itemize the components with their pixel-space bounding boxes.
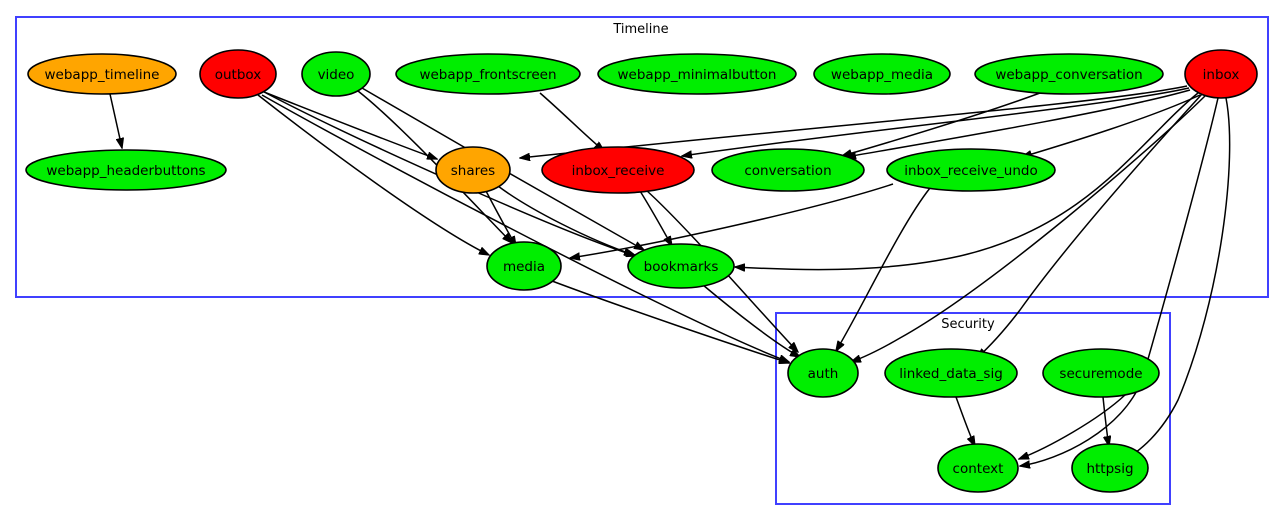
edge-outbox-to-media — [257, 94, 489, 255]
edge-securemode-to-httpsig — [1102, 396, 1109, 446]
cluster-border-timeline — [15, 16, 1269, 298]
edge-webapp_frontscreen-to-inbox_receive — [539, 92, 604, 151]
node-auth[interactable]: auth — [787, 348, 859, 398]
node-layer: webapp_timeline outbox video webapp_frontsc… — [25, 49, 1258, 493]
node-webapp_frontscreen[interactable]: webapp_frontscreen — [395, 53, 581, 95]
edge-inbox-to-auth — [851, 95, 1206, 363]
edge-bookmarks-to-auth — [702, 284, 800, 357]
node-shape-inbox_receive[interactable] — [541, 146, 695, 194]
node-securemode[interactable]: securemode — [1042, 348, 1160, 398]
node-webapp_minimalbutton[interactable]: webapp_minimalbutton — [597, 53, 797, 95]
node-label-media: media — [503, 259, 545, 275]
edge-inbox-to-httpsig — [1123, 97, 1231, 460]
node-shape-securemode[interactable] — [1042, 348, 1160, 398]
node-conversation[interactable]: conversation — [711, 148, 865, 192]
node-context[interactable]: context — [937, 443, 1019, 493]
edge-inbox_receive-to-bookmarks — [639, 190, 672, 246]
node-inbox[interactable]: inbox — [1184, 49, 1258, 99]
edge-video-to-media — [357, 90, 512, 243]
node-label-webapp_media: webapp_media — [831, 67, 933, 83]
node-webapp_media[interactable]: webapp_media — [813, 53, 951, 95]
node-label-webapp_timeline: webapp_timeline — [45, 67, 160, 83]
node-label-conversation: conversation — [744, 163, 831, 179]
node-inbox_receive_undo[interactable]: inbox_receive_undo — [886, 148, 1056, 192]
node-bookmarks[interactable]: bookmarks — [627, 243, 735, 289]
edge-webapp_conversation-to-conversation — [842, 92, 1041, 156]
node-label-webapp_frontscreen: webapp_frontscreen — [419, 67, 556, 83]
node-label-inbox_receive: inbox_receive — [572, 163, 665, 179]
node-shape-webapp_timeline[interactable] — [27, 53, 177, 95]
edge-inbox-to-bookmarks — [735, 92, 1199, 270]
node-httpsig[interactable]: httpsig — [1071, 443, 1149, 493]
edge-outbox-to-shares — [263, 91, 437, 160]
node-label-auth: auth — [808, 366, 839, 382]
node-label-inbox: inbox — [1203, 67, 1240, 83]
edge-inbox-to-conversation — [846, 89, 1191, 157]
node-shape-webapp_frontscreen[interactable] — [395, 53, 581, 95]
node-media[interactable]: media — [486, 241, 562, 291]
node-shape-linked_data_sig[interactable] — [884, 348, 1018, 398]
edge-linked_data_sig-to-context — [955, 396, 975, 446]
edge-inbox-to-inbox_receive_undo — [1022, 94, 1201, 157]
node-shape-webapp_conversation[interactable] — [974, 53, 1164, 95]
node-label-shares: shares — [451, 163, 495, 179]
cluster-security: Security — [775, 312, 1171, 505]
node-label-inbox_receive_undo: inbox_receive_undo — [904, 163, 1037, 179]
node-shape-media[interactable] — [486, 241, 562, 291]
node-label-webapp_conversation: webapp_conversation — [995, 67, 1142, 83]
node-label-httpsig: httpsig — [1086, 461, 1133, 477]
node-label-video: video — [318, 67, 355, 83]
edge-inbox-to-inbox_receive — [682, 87, 1190, 156]
edge-inbox_receive_undo-to-media — [570, 183, 894, 258]
edge-media-to-auth — [551, 280, 789, 363]
node-shape-webapp_media[interactable] — [813, 53, 951, 95]
cluster-border-security — [775, 312, 1171, 505]
node-shares[interactable]: shares — [435, 146, 511, 194]
edge-inbox-to-linked_data_sig — [977, 93, 1203, 358]
edge-webapp_timeline-to-webapp_headerbuttons — [109, 93, 122, 148]
cluster-label-timeline: Timeline — [612, 22, 668, 37]
node-shape-outbox[interactable] — [199, 49, 277, 99]
node-shape-bookmarks[interactable] — [627, 243, 735, 289]
node-label-securemode: securemode — [1059, 366, 1142, 382]
node-linked_data_sig[interactable]: linked_data_sig — [884, 348, 1018, 398]
node-label-webapp_headerbuttons: webapp_headerbuttons — [46, 163, 205, 179]
node-shape-inbox_receive_undo[interactable] — [886, 148, 1056, 192]
edge-outbox-to-auth — [261, 94, 789, 363]
node-inbox_receive[interactable]: inbox_receive — [541, 146, 695, 194]
edge-inbox-to-context — [1020, 97, 1219, 466]
node-shape-conversation[interactable] — [711, 148, 865, 192]
node-video[interactable]: video — [301, 51, 371, 97]
node-label-linked_data_sig: linked_data_sig — [899, 366, 1003, 382]
node-webapp_conversation[interactable]: webapp_conversation — [974, 53, 1164, 95]
node-shape-inbox[interactable] — [1184, 49, 1258, 99]
node-label-context: context — [953, 461, 1004, 477]
cluster-timeline: Timeline — [15, 16, 1269, 298]
node-shape-shares[interactable] — [435, 146, 511, 194]
node-label-outbox: outbox — [215, 67, 262, 83]
edge-inbox_receive_undo-to-auth — [836, 187, 931, 351]
node-shape-video[interactable] — [301, 51, 371, 97]
node-webapp_timeline[interactable]: webapp_timeline — [27, 53, 177, 95]
node-shape-auth[interactable] — [787, 348, 859, 398]
node-label-webapp_minimalbutton: webapp_minimalbutton — [618, 67, 777, 83]
node-shape-webapp_headerbuttons[interactable] — [25, 149, 227, 191]
node-outbox[interactable]: outbox — [199, 49, 277, 99]
node-shape-webapp_minimalbutton[interactable] — [597, 53, 797, 95]
node-shape-context[interactable] — [937, 443, 1019, 493]
cluster-label-security: Security — [941, 317, 995, 332]
edge-securemode-to-context — [1019, 394, 1126, 460]
edge-inbox-to-shares — [520, 85, 1188, 158]
node-label-bookmarks: bookmarks — [644, 259, 719, 275]
node-shape-httpsig[interactable] — [1071, 443, 1149, 493]
node-webapp_headerbuttons[interactable]: webapp_headerbuttons — [25, 149, 227, 191]
